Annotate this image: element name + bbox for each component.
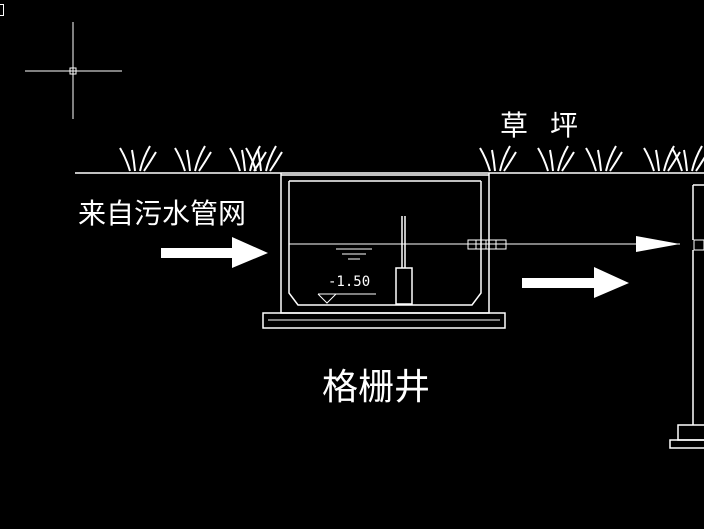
arrow-right-icon-outlet <box>522 267 629 298</box>
elevation-triangle-icon <box>317 293 376 304</box>
grass-tuft-icon <box>671 145 704 172</box>
grass-tuft-icon <box>585 145 623 172</box>
grass-tuft-icon <box>119 145 157 172</box>
bar-screen <box>395 216 413 305</box>
arrow-right-icon <box>161 237 268 268</box>
screen-well <box>262 173 506 329</box>
grass-tuft-icon <box>245 145 283 172</box>
water-level-value: -1.50 <box>328 274 371 290</box>
grass-tuft-icon <box>643 145 681 172</box>
grass-tuft-icon <box>174 145 212 172</box>
grass-tuft-icon <box>229 145 267 172</box>
crosshair-icon <box>25 22 122 119</box>
grass-left <box>119 145 283 172</box>
grass-tuft-icon <box>479 145 517 172</box>
source-label: 来自污水管网 <box>78 197 247 230</box>
outlet-pipe-fitting <box>467 239 507 250</box>
lawn-label: 草坪 <box>500 109 601 142</box>
corner-marker <box>0 4 4 16</box>
outlet-flow-cone <box>636 236 680 252</box>
well-label: 格栅井 <box>322 367 431 408</box>
grass-right <box>479 145 704 172</box>
water-level-icon <box>336 248 372 260</box>
grass-tuft-icon <box>537 145 575 172</box>
next-structure <box>669 184 704 449</box>
